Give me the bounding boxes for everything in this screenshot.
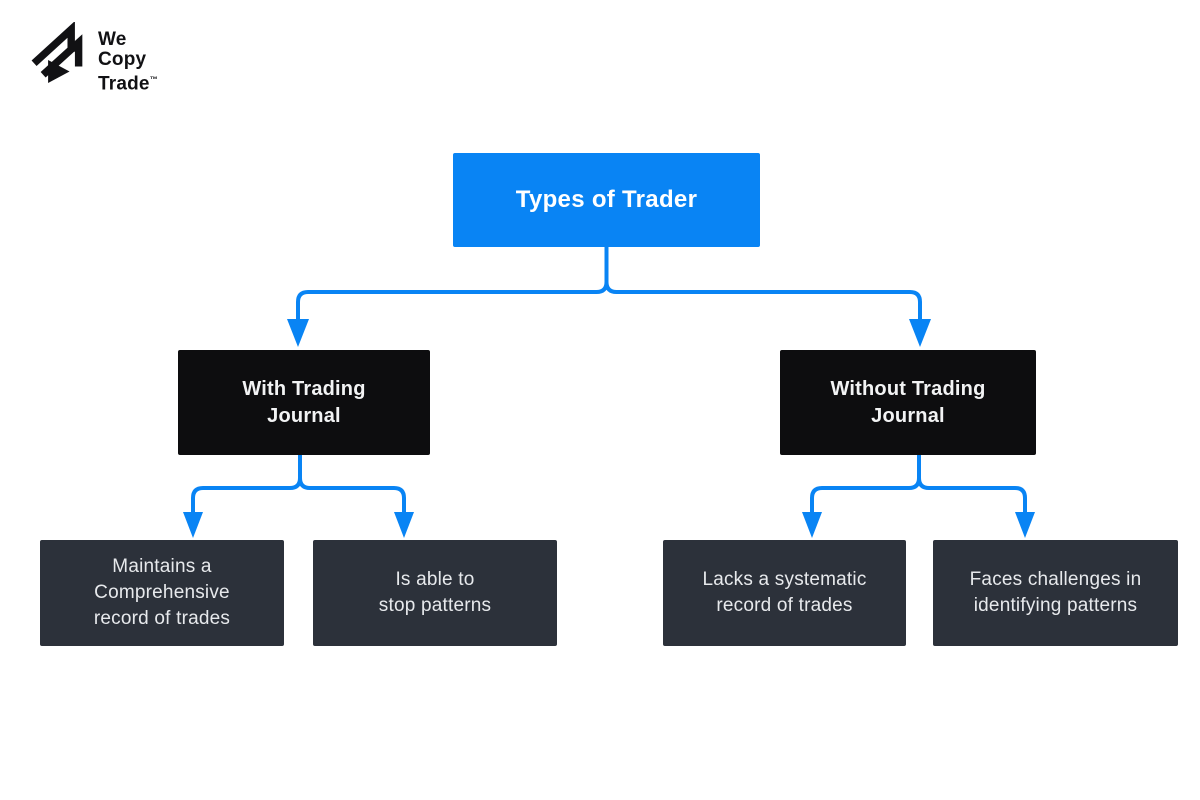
edge-with-journal-to-stop-patterns (298, 455, 406, 513)
arrowhead-challenges (1015, 512, 1035, 538)
edge-without-journal-to-lacks-record (810, 455, 921, 513)
logo-line-we: We (98, 29, 127, 50)
node-maintains-comprehensive-record: Maintains a Comprehensive record of trad… (40, 540, 284, 646)
edge-root-to-with-journal (296, 247, 609, 320)
logo-line-trade: Trade™ (98, 73, 158, 95)
edge-with-journal-to-maintains-record (191, 455, 302, 513)
logo-line-copy: Copy (98, 49, 147, 70)
edge-root-to-without-journal (604, 247, 922, 320)
node-types-of-trader: Types of Trader (453, 153, 760, 247)
brand-logo: We Copy Trade™ (30, 22, 158, 94)
brand-logo-arrow-icon (31, 22, 83, 84)
node-able-to-stop-patterns: Is able to stop patterns (313, 540, 557, 646)
arrowhead-stop-patterns (394, 512, 414, 538)
arrowhead-with-journal (287, 319, 309, 347)
node-lacks-systematic-record: Lacks a systematic record of trades (663, 540, 906, 646)
trademark-symbol: ™ (149, 75, 158, 84)
node-with-trading-journal: With Trading Journal (178, 350, 430, 455)
arrowhead-lacks-record (802, 512, 822, 538)
arrowhead-maintains-record (183, 512, 203, 538)
node-faces-challenges-patterns: Faces challenges in identifying patterns (933, 540, 1178, 646)
node-without-trading-journal: Without Trading Journal (780, 350, 1036, 455)
brand-logo-wordmark: We Copy Trade™ (98, 30, 158, 94)
arrowhead-without-journal (909, 319, 931, 347)
edge-without-journal-to-challenges (917, 455, 1027, 513)
